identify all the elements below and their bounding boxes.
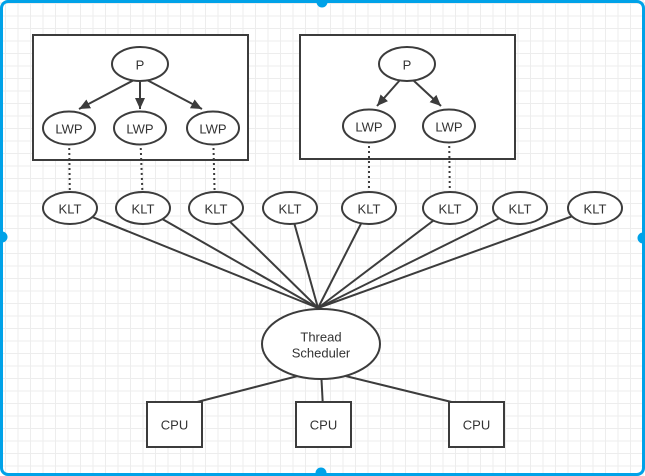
lwp-label: LWP bbox=[55, 122, 82, 137]
lwp-label: LWP bbox=[126, 122, 153, 137]
lwp-klt-dotted-link[interactable] bbox=[448, 125, 451, 209]
klt-node[interactable]: KLT bbox=[262, 191, 318, 225]
klt-ellipse bbox=[341, 191, 397, 225]
process-ellipse bbox=[378, 46, 436, 82]
klt-node[interactable]: KLT bbox=[492, 191, 548, 225]
klt-scheduler-link[interactable] bbox=[317, 207, 521, 309]
klt-label: KLT bbox=[584, 202, 607, 217]
lwp-ellipse bbox=[422, 108, 476, 144]
lwp-node[interactable]: LWP bbox=[342, 108, 396, 144]
klt-label: KLT bbox=[439, 202, 462, 217]
lwp-node[interactable]: LWP bbox=[422, 108, 476, 144]
lwp-label: LWP bbox=[355, 120, 382, 135]
klt-ellipse bbox=[42, 191, 98, 225]
cpu-label: CPU bbox=[310, 418, 337, 433]
lwp-node[interactable]: LWP bbox=[42, 110, 96, 146]
klt-label: KLT bbox=[59, 202, 82, 217]
lwp-ellipse bbox=[113, 110, 167, 146]
klt-label: KLT bbox=[279, 202, 302, 217]
p-lwp-arrow[interactable] bbox=[376, 79, 401, 107]
cpu-label: CPU bbox=[463, 418, 490, 433]
selection-handle-left[interactable] bbox=[0, 231, 8, 243]
cpu-node[interactable]: CPU bbox=[295, 401, 352, 448]
lwp-node[interactable]: LWP bbox=[113, 110, 167, 146]
klt-scheduler-link[interactable] bbox=[69, 207, 319, 309]
klt-scheduler-link[interactable] bbox=[317, 207, 370, 309]
klt-node[interactable]: KLT bbox=[567, 191, 623, 225]
cpu-label: CPU bbox=[161, 418, 188, 433]
lwp-ellipse bbox=[186, 110, 240, 146]
scheduler-label-line1: Thread bbox=[300, 330, 341, 345]
cpu-node[interactable]: CPU bbox=[448, 401, 505, 448]
klt-ellipse bbox=[262, 191, 318, 225]
klt-ellipse bbox=[567, 191, 623, 225]
klt-scheduler-link[interactable] bbox=[142, 207, 319, 309]
klt-scheduler-link[interactable] bbox=[215, 207, 319, 309]
klt-label: KLT bbox=[358, 202, 381, 217]
p-lwp-arrow[interactable] bbox=[412, 79, 442, 107]
klt-scheduler-link[interactable] bbox=[317, 207, 596, 309]
klt-scheduler-link[interactable] bbox=[317, 207, 451, 309]
klt-node[interactable]: KLT bbox=[115, 191, 171, 225]
lwp-label: LWP bbox=[199, 122, 226, 137]
klt-node[interactable]: KLT bbox=[341, 191, 397, 225]
cpu-node[interactable]: CPU bbox=[146, 401, 203, 448]
klt-label: KLT bbox=[509, 202, 532, 217]
p-lwp-arrow[interactable] bbox=[78, 79, 135, 110]
selection-handle-right[interactable] bbox=[637, 232, 645, 244]
lwp-label: LWP bbox=[435, 120, 462, 135]
scheduler-label-line2: Scheduler bbox=[292, 346, 351, 361]
p-lwp-arrow[interactable] bbox=[146, 79, 203, 110]
process-node[interactable]: P bbox=[111, 46, 169, 82]
klt-ellipse bbox=[115, 191, 171, 225]
klt-node[interactable]: KLT bbox=[188, 191, 244, 225]
cpu-box bbox=[295, 401, 352, 448]
klt-ellipse bbox=[422, 191, 478, 225]
lwp-node[interactable]: LWP bbox=[186, 110, 240, 146]
lwp-ellipse bbox=[42, 110, 96, 146]
klt-node[interactable]: KLT bbox=[422, 191, 478, 225]
nodes: P P LWP LWP LWP LWP bbox=[42, 46, 623, 448]
cpu-box bbox=[146, 401, 203, 448]
thread-scheduler-node[interactable]: Thread Scheduler bbox=[261, 308, 381, 380]
process-ellipse bbox=[111, 46, 169, 82]
process-node[interactable]: P bbox=[378, 46, 436, 82]
lwp-ellipse bbox=[342, 108, 396, 144]
selection-handle-bottom[interactable] bbox=[315, 467, 327, 476]
klt-node[interactable]: KLT bbox=[42, 191, 98, 225]
klt-label: KLT bbox=[205, 202, 228, 217]
klt-ellipse bbox=[188, 191, 244, 225]
cpu-box bbox=[448, 401, 505, 448]
klt-label: KLT bbox=[132, 202, 155, 217]
thread-scheduler-ellipse bbox=[261, 308, 381, 380]
klt-ellipse bbox=[492, 191, 548, 225]
selection-handle-top[interactable] bbox=[316, 0, 328, 8]
process-label: P bbox=[136, 58, 145, 73]
process-label: P bbox=[403, 58, 412, 73]
